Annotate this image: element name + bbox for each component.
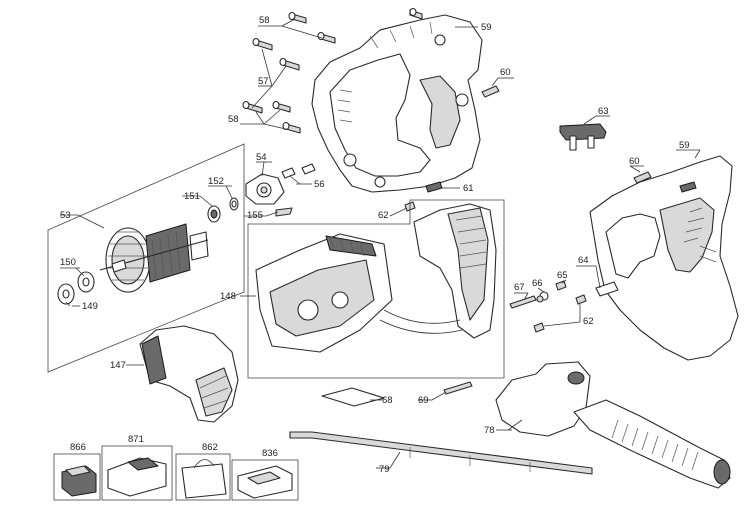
part-67: 67 [509, 282, 537, 309]
part-69: 69 [418, 381, 473, 406]
label-60: 60 [629, 156, 640, 167]
part-61: 61 [425, 181, 474, 194]
side-handle-78: 78 [484, 361, 731, 489]
label-862: 862 [202, 442, 218, 453]
label-57: 57 [258, 76, 269, 87]
part-62-upper: 62 [378, 201, 416, 221]
label-149: 149 [82, 301, 98, 312]
screw-group-57-58: 58 57 58 [228, 7, 423, 134]
label-69: 69 [418, 395, 429, 406]
armature-assembly-53: 53 151 152 150 149 [47, 143, 245, 373]
label-78: 78 [484, 425, 495, 436]
label-59: 59 [679, 140, 690, 151]
label-147: 147 [110, 360, 126, 371]
depth-rod-79: 79 [289, 431, 593, 475]
part-147: 147 [110, 325, 239, 423]
label-65: 65 [557, 270, 568, 281]
label-63: 63 [598, 106, 609, 117]
part-60-top: 60 [481, 67, 514, 98]
label-866: 866 [70, 442, 86, 453]
label-54: 54 [256, 152, 267, 163]
label-871: 871 [128, 434, 144, 445]
label-58: 58 [259, 15, 270, 26]
label-58: 58 [228, 114, 239, 125]
field-switch-assembly-148: 148 [220, 199, 505, 379]
label-150: 150 [60, 257, 76, 268]
part-64: 64 [576, 255, 619, 297]
label-64: 64 [578, 255, 589, 266]
part-66: 66 [532, 278, 549, 303]
label-68: 68 [382, 395, 393, 406]
bag-862: 862 [175, 442, 231, 501]
label-60: 60 [500, 67, 511, 78]
label-151: 151 [184, 191, 200, 202]
label-56: 56 [314, 179, 325, 190]
label-59: 59 [481, 22, 492, 33]
label-61: 61 [463, 183, 474, 194]
brush-parts-54-56-155: 54 56 155 [244, 152, 325, 221]
battery-866: 866 [53, 442, 101, 501]
case-836: 836 [231, 448, 299, 501]
label-67: 67 [514, 282, 525, 293]
part-65: 65 [555, 270, 568, 291]
part-63: 63 [559, 106, 610, 151]
part-60-right: 60 [629, 156, 652, 184]
label-152: 152 [208, 176, 224, 187]
label-62: 62 [378, 210, 389, 221]
label-62: 62 [583, 316, 594, 327]
label-148: 148 [220, 291, 236, 302]
part-68: 68 [321, 387, 393, 407]
label-155: 155 [247, 210, 263, 221]
housing-half-59: 59 [311, 14, 492, 193]
label-53: 53 [60, 210, 71, 221]
label-66: 66 [532, 278, 543, 289]
charger-871: 871 [101, 434, 173, 501]
label-79: 79 [379, 464, 390, 475]
label-836: 836 [262, 448, 278, 459]
part-62-lower: 62 [533, 294, 594, 333]
housing-half-59-right: 59 [589, 140, 739, 361]
